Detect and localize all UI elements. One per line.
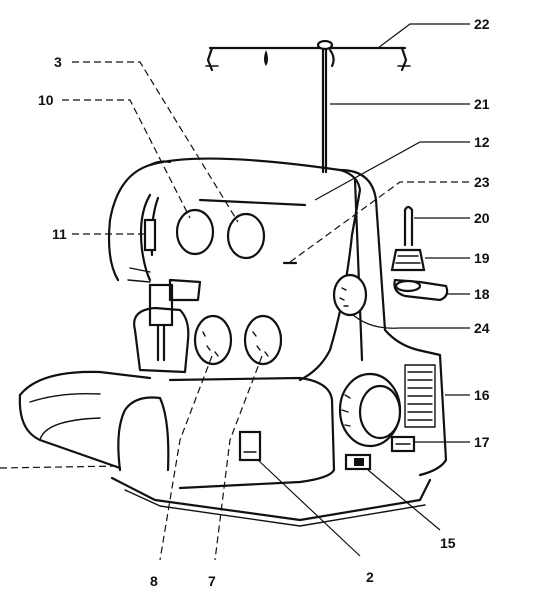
side-vents (404, 364, 436, 428)
callout-labels: 22 3 10 21 12 23 20 11 19 18 24 16 17 15… (38, 16, 490, 589)
callout-3: 3 (54, 54, 62, 70)
callout-22: 22 (474, 16, 490, 32)
spool-holder (390, 205, 449, 302)
machine-body (18, 157, 448, 527)
callout-20: 20 (474, 210, 490, 226)
tension-dials (175, 208, 283, 366)
callout-8: 8 (150, 573, 158, 589)
leader-lines (0, 23, 470, 561)
handwheel (338, 372, 402, 448)
callout-16: 16 (474, 387, 490, 403)
callout-7: 7 (208, 573, 216, 589)
callout-12: 12 (474, 134, 490, 150)
callout-10: 10 (38, 92, 54, 108)
stitch-length-dial (332, 273, 368, 317)
power-socket (344, 453, 372, 471)
callout-18: 18 (474, 286, 490, 302)
callout-21: 21 (474, 96, 490, 112)
power-switch (390, 435, 416, 453)
callout-24: 24 (474, 320, 490, 336)
callout-23: 23 (474, 174, 490, 190)
callout-19: 19 (474, 250, 490, 266)
callout-17: 17 (474, 434, 490, 450)
callout-15: 15 (440, 535, 456, 551)
callout-2: 2 (366, 569, 374, 585)
thread-stand (205, 39, 411, 174)
callout-11: 11 (52, 226, 67, 242)
front-cover-latch (238, 430, 262, 462)
